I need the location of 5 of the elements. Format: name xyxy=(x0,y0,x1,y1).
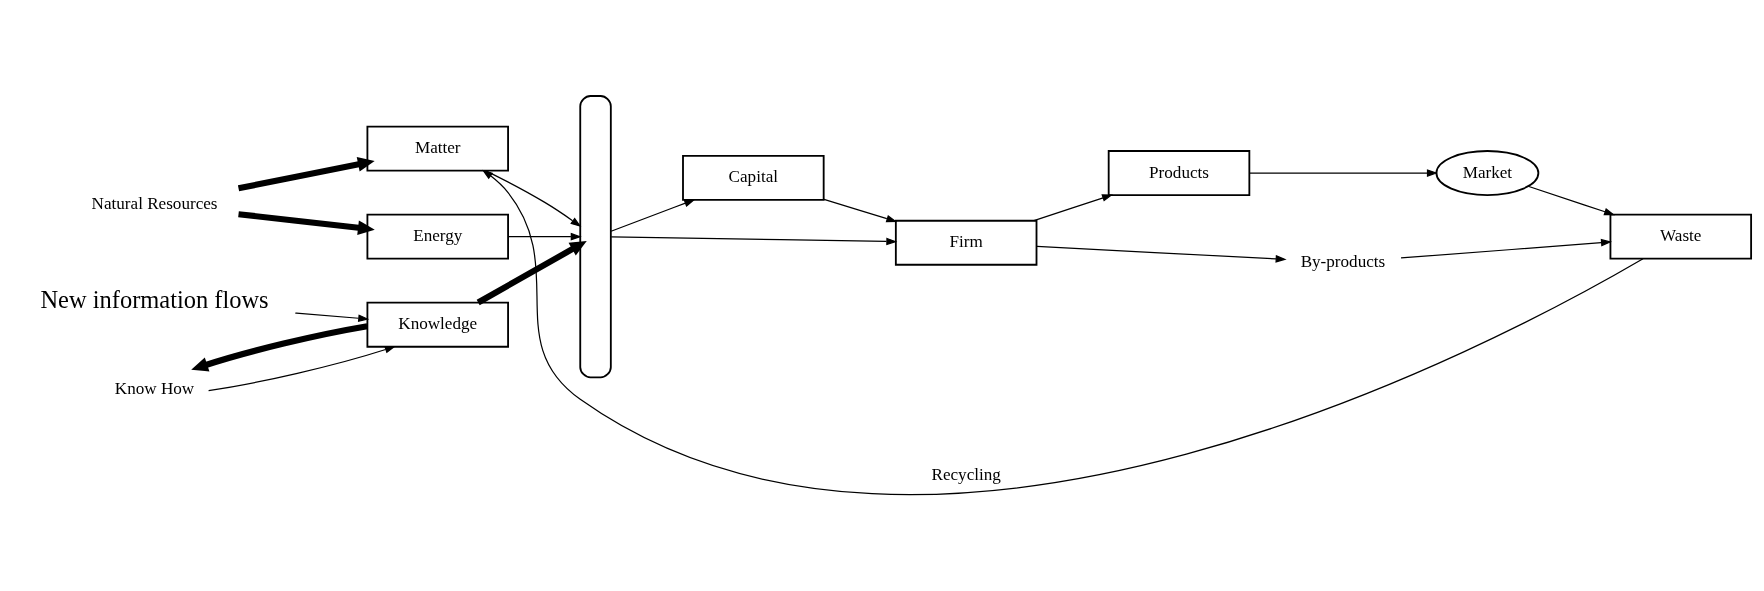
edge-label: Recycling xyxy=(930,465,1001,485)
node-text: Know How xyxy=(114,379,194,399)
node-text: By-products xyxy=(1300,251,1385,271)
node-text: Natural Resources xyxy=(91,194,218,214)
node-text: New information flows xyxy=(39,285,269,313)
